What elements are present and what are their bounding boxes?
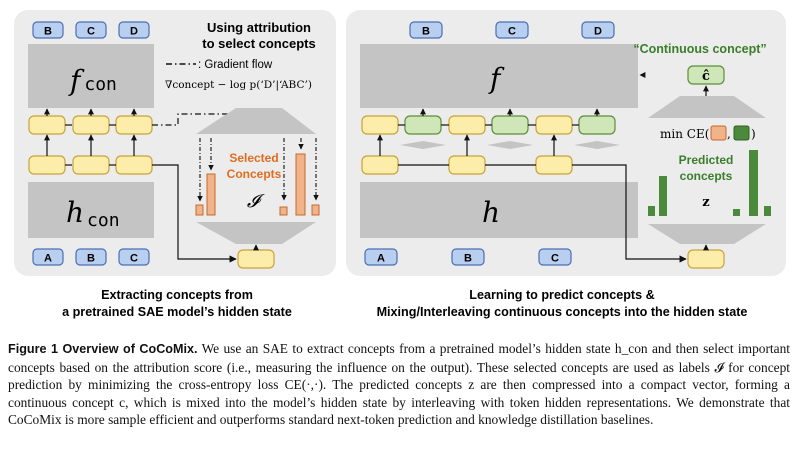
predicted-concepts-label-2: concepts <box>680 169 733 183</box>
min-ce-green-box <box>733 125 750 141</box>
c-hat-box <box>687 65 725 85</box>
left-top-token-1: B <box>44 26 52 38</box>
predictor-input-yellow <box>687 249 725 269</box>
gradient-flow-legend: : Gradient flow <box>198 59 273 71</box>
min-ce-label: min CE( <box>660 127 709 141</box>
right-panel-caption-1: Learning to predict concepts & <box>469 288 654 302</box>
right-bottom-token-1: A <box>377 253 385 265</box>
f-block <box>360 44 638 108</box>
left-upper-yellow-1 <box>28 115 66 135</box>
continuous-concept-label: “Continuous concept” <box>633 42 766 56</box>
left-upper-yellow-3 <box>115 115 153 135</box>
right-top-token-2: C <box>508 26 516 38</box>
sae-encoder-shape <box>196 222 316 244</box>
selected-bar-5 <box>311 204 320 216</box>
left-panel-caption-1: Extracting concepts from <box>101 288 253 302</box>
predicted-bar-2 <box>659 176 667 216</box>
left-bottom-token-2: B <box>87 253 95 265</box>
predictor-shape <box>648 224 766 244</box>
left-upper-yellow-2 <box>72 115 110 135</box>
left-lower-yellow-1 <box>28 155 66 175</box>
caption-body: We use an SAE to extract concepts from a… <box>8 341 790 428</box>
f-con-block <box>28 44 154 108</box>
predicted-bar-3 <box>733 209 740 216</box>
min-ce-sep: , <box>727 127 731 141</box>
gradient-formula: ∇concept − log p(‘D’|‘ABC’) <box>165 79 312 92</box>
predicted-bar-4 <box>749 150 758 216</box>
predicted-bar-1 <box>648 206 655 216</box>
selected-concepts-label-1: Selected <box>229 151 278 165</box>
selected-bar-2 <box>206 173 216 216</box>
compress-shape <box>648 96 766 118</box>
predicted-concepts-label-1: Predicted <box>679 153 734 167</box>
sae-decoder-shape <box>196 108 316 134</box>
selected-bar-3 <box>279 206 288 216</box>
caption-lead: Figure 1 Overview of CoCoMix. <box>8 342 198 356</box>
left-lower-yellow-3 <box>115 155 153 175</box>
h-block <box>360 182 638 238</box>
h-label: h <box>482 196 500 229</box>
sae-input-yellow <box>237 249 275 269</box>
right-bottom-token-3: C <box>551 253 559 265</box>
left-bottom-token-3: C <box>130 253 138 265</box>
predicted-bar-5 <box>764 206 771 216</box>
selected-concepts-label-2: Concepts <box>227 167 282 181</box>
right-top-token-3: D <box>594 26 602 38</box>
label-z: z <box>702 195 709 210</box>
selected-bar-1 <box>195 204 204 216</box>
c-hat-label: ĉ <box>702 69 710 84</box>
left-bottom-token-1: A <box>44 253 52 265</box>
h-con-block <box>28 182 154 238</box>
attribution-title-1: Using attribution <box>207 20 311 35</box>
left-top-tokens: B C D <box>32 21 150 39</box>
left-panel-caption-2: a pretrained SAE model’s hidden state <box>62 305 292 319</box>
selected-bar-4 <box>295 153 306 216</box>
min-ce-orange-box <box>710 125 727 141</box>
attribution-title-2: to select concepts <box>202 36 315 51</box>
right-top-token-1: B <box>422 26 430 38</box>
right-panel-caption-2: Mixing/Interleaving continuous concepts … <box>377 305 748 319</box>
left-top-token-3: D <box>130 26 138 38</box>
right-bottom-token-2: B <box>464 253 472 265</box>
left-top-token-2: C <box>87 26 95 38</box>
figure-caption: Figure 1 Overview of CoCoMix. We use an … <box>8 340 790 429</box>
left-lower-yellow-2 <box>72 155 110 175</box>
min-ce-close: ) <box>751 127 756 141</box>
